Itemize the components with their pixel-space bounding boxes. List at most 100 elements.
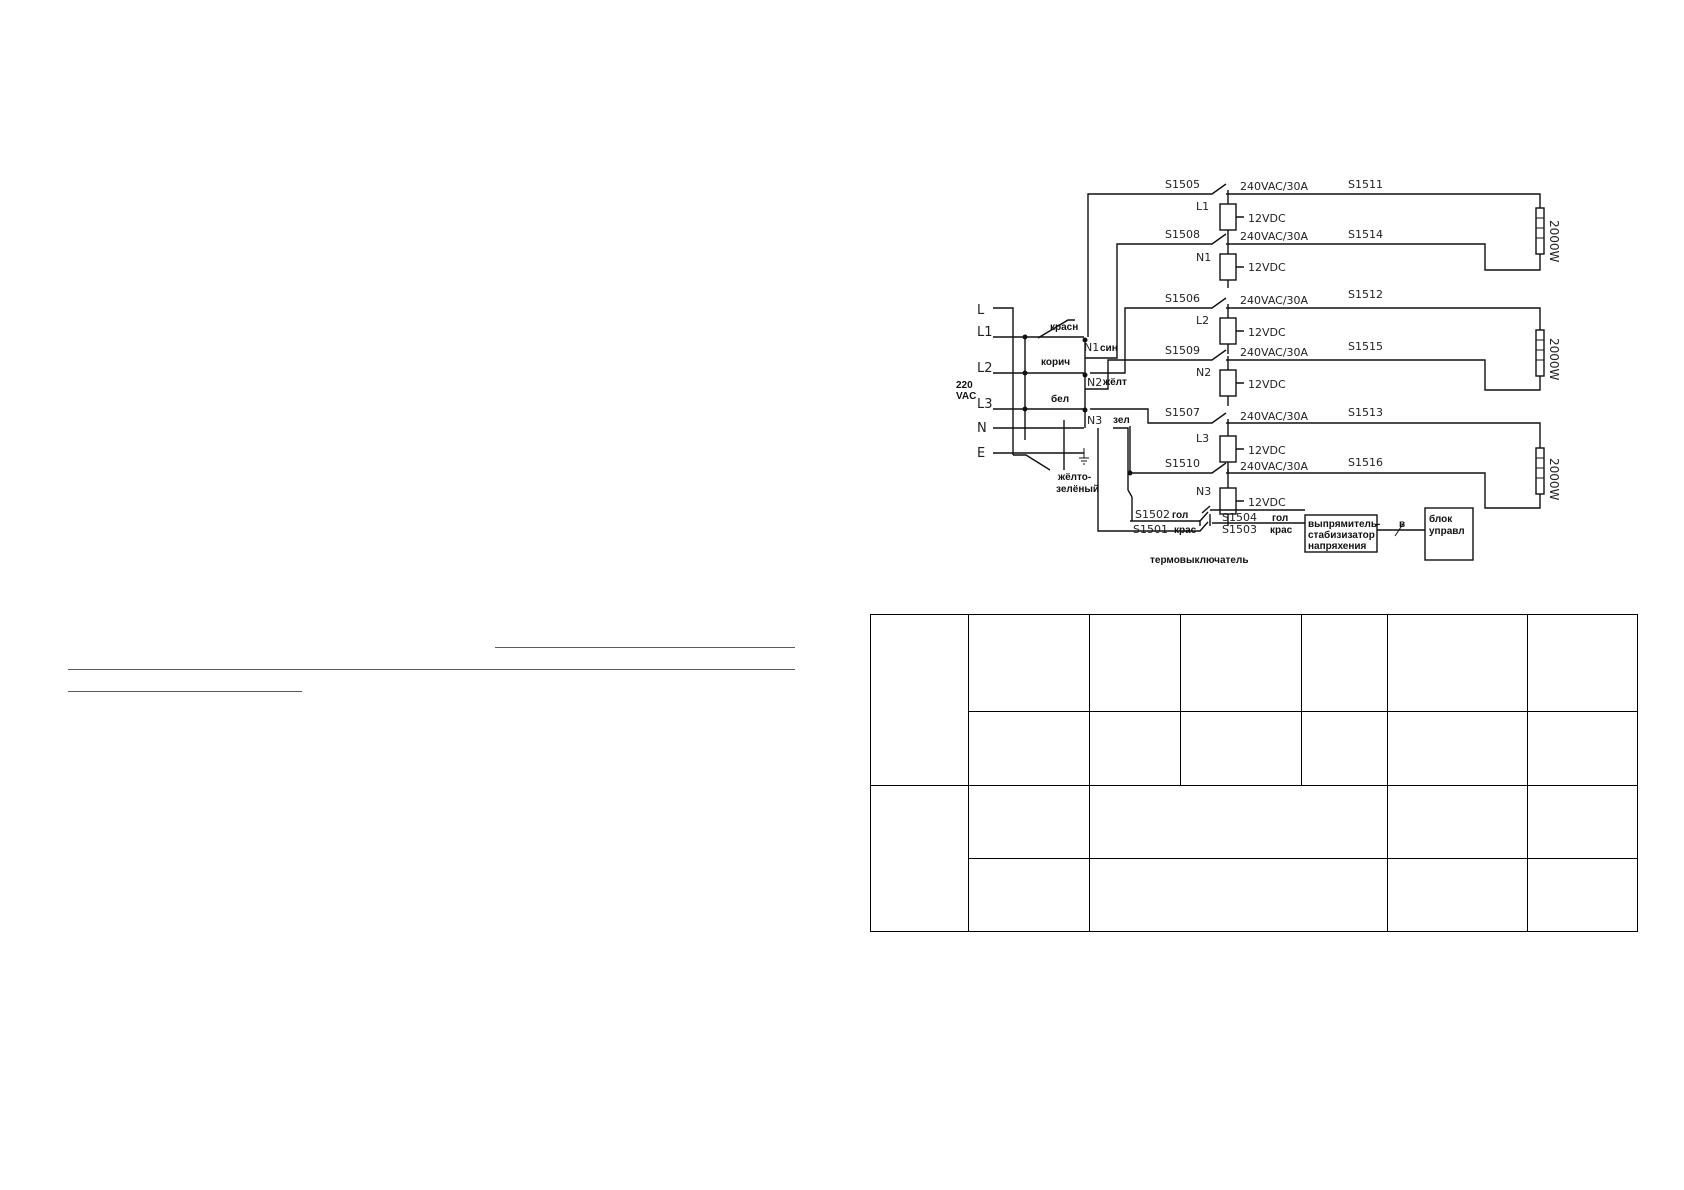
relay-6-rating: 240VAC/30A — [1240, 460, 1309, 473]
relay-6-switch: S1510 — [1165, 457, 1200, 470]
wiring-schematic: L L1 L2 L3 N E 220 VAC красн корич — [950, 170, 1600, 580]
table-cell — [1089, 614, 1181, 712]
red-wire — [1037, 319, 1075, 339]
thermal-switch-icon — [1199, 505, 1211, 526]
table-cell — [1387, 785, 1528, 859]
relay-1-coil: L1 — [1196, 200, 1209, 213]
thermal-label-red-1: крас — [1174, 525, 1197, 536]
supply-line-L — [993, 307, 1014, 455]
rectifier-block — [1304, 514, 1378, 553]
relay-4-coil: N2 — [1196, 366, 1211, 379]
relay-5-switch: S1507 — [1165, 406, 1200, 419]
terminal-L3: L3 — [977, 397, 993, 412]
table-cell — [1089, 858, 1388, 932]
table-row — [871, 858, 1638, 932]
earth-wire-label-1: жёлто- — [1057, 472, 1091, 483]
feed-N2 — [1085, 359, 1190, 390]
table-cell — [1527, 614, 1638, 712]
relay-2-coil-voltage: 12VDC — [1248, 261, 1286, 274]
table-cell — [1387, 858, 1528, 932]
table-cell — [1527, 858, 1638, 932]
thermal-switch-caption: термовыключатель — [1150, 555, 1248, 566]
relay-4-switch: S1509 — [1165, 344, 1200, 357]
table-cell — [968, 858, 1090, 932]
table-row — [871, 711, 1638, 786]
hyperlink-underline-2[interactable] — [68, 669, 795, 670]
node-N3-label: N3 — [1087, 414, 1102, 427]
thermal-label-red-2: крас — [1270, 525, 1293, 536]
table-cell — [968, 785, 1090, 859]
feed-L3 — [1090, 408, 1190, 424]
relay-3-coil-voltage: 12VDC — [1248, 326, 1286, 339]
relay-4-coil-voltage: 12VDC — [1248, 378, 1286, 391]
supply-voltage-unit: VAC — [956, 391, 976, 402]
relay-1 — [1190, 183, 1541, 240]
thermal-switch-wiring-2 — [1097, 428, 1209, 532]
relay-3-out: S1512 — [1348, 288, 1383, 301]
junction-L3 — [1022, 406, 1028, 412]
junction-L2 — [1022, 370, 1028, 376]
rectifier-label-3: напряхения — [1308, 541, 1367, 552]
red-wire-label: красн — [1050, 322, 1078, 333]
table-cell — [1089, 711, 1181, 786]
heater-2-power: 2000W — [1547, 338, 1561, 381]
node-N2-label: N2 — [1087, 376, 1102, 389]
table-cell — [1089, 785, 1388, 859]
table-cell — [968, 614, 1090, 712]
relay-1-switch: S1505 — [1165, 178, 1200, 191]
thermal-label-blue-2: гол — [1272, 513, 1288, 524]
table-cell — [1180, 614, 1302, 712]
relay-5-out: S1513 — [1348, 406, 1383, 419]
table-cell — [870, 614, 969, 786]
terminal-N: N — [977, 421, 987, 436]
relay-4-rating: 240VAC/30A — [1240, 346, 1309, 359]
terminal-E: E — [977, 446, 985, 461]
relay-6-coil: N3 — [1196, 485, 1211, 498]
table-cell — [1301, 614, 1388, 712]
thermal-switch-outputs — [1210, 509, 1305, 524]
hyperlink-underline-1[interactable] — [495, 647, 795, 648]
thermal-label-S1504: S1504 — [1222, 511, 1257, 524]
relay-3-rating: 240VAC/30A — [1240, 294, 1309, 307]
control-unit-block — [1424, 507, 1474, 561]
rectifier-label-1: выпрямитель- — [1308, 519, 1380, 530]
terminal-L: L — [977, 303, 985, 318]
junction-N1 — [1082, 337, 1088, 343]
earth-symbol-icon — [1079, 448, 1089, 465]
bus-label: в — [1399, 519, 1405, 530]
earth-wire-label-2: зелёный — [1056, 484, 1099, 495]
relay-5-coil: L3 — [1196, 432, 1209, 445]
control-unit-label-2: управл — [1429, 526, 1465, 537]
table-cell — [1387, 614, 1528, 712]
spec-table — [870, 614, 1638, 932]
junction-N2 — [1082, 372, 1088, 378]
brown-wire-label: корич — [1041, 357, 1070, 368]
relay-2-switch: S1508 — [1165, 228, 1200, 241]
relay-3-coil: L2 — [1196, 314, 1209, 327]
relay-5 — [1190, 412, 1541, 472]
relay-2-coil: N1 — [1196, 251, 1211, 264]
blue-wire-label: син — [1100, 343, 1118, 354]
junction-N3-tap — [1127, 470, 1133, 476]
white-wire-label: бел — [1051, 393, 1069, 405]
junction-N3 — [1082, 407, 1088, 413]
relay-5-rating: 240VAC/30A — [1240, 410, 1309, 423]
terminal-L1: L1 — [977, 325, 993, 340]
rectifier-label-2: стабизизатор — [1308, 529, 1375, 541]
supply-bracket — [1013, 454, 1051, 471]
heater-1-power: 2000W — [1547, 220, 1561, 263]
relay-6 — [1190, 462, 1510, 526]
relay-1-out: S1511 — [1348, 178, 1383, 191]
heater-2 — [1510, 329, 1545, 391]
bus-slash-icon — [1394, 523, 1404, 537]
feed-L2 — [1090, 307, 1190, 374]
relay-1-coil-voltage: 12VDC — [1248, 212, 1286, 225]
thermal-label-S1503: S1503 — [1222, 523, 1257, 536]
relay-6-coil-voltage: 12VDC — [1248, 496, 1286, 509]
relay-5-coil-voltage: 12VDC — [1248, 444, 1286, 457]
heater-3 — [1510, 447, 1545, 509]
table-cell — [1527, 785, 1638, 859]
table-row — [870, 785, 1638, 932]
hyperlink-underline-3[interactable] — [68, 691, 302, 692]
heater-1 — [1510, 207, 1545, 271]
